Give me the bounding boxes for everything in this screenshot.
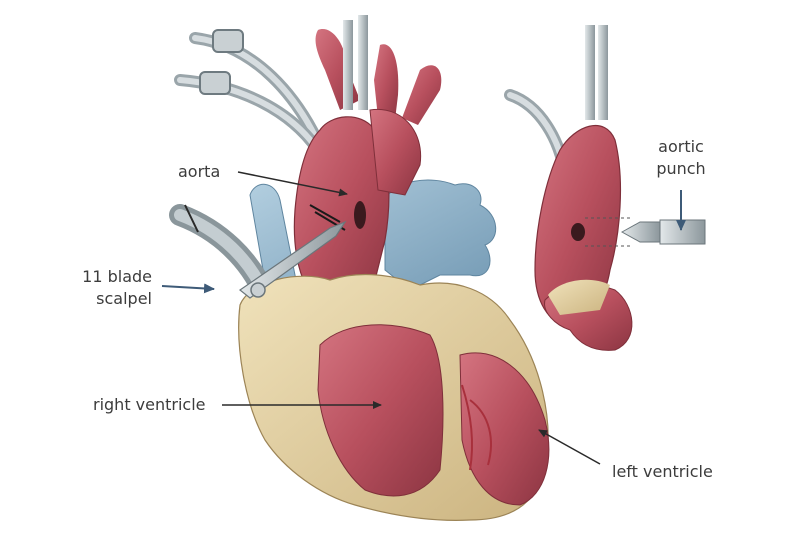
pointer-arrows xyxy=(161,171,686,465)
right-ventricle-shape xyxy=(317,324,444,497)
label-left-ventricle: left ventricle xyxy=(612,462,713,481)
left-ventricle-pointer xyxy=(538,429,601,465)
left-ventricle-shape xyxy=(459,352,550,506)
scalpel xyxy=(238,220,347,299)
label-punch-line1: aortic xyxy=(658,137,704,156)
label-aorta: aorta xyxy=(178,162,221,181)
label-blade-line2: scalpel xyxy=(96,289,152,308)
label-right-ventricle: right ventricle xyxy=(93,395,206,414)
label-blade-line1: 11 blade xyxy=(82,267,152,286)
aorta-pointer xyxy=(237,171,348,197)
scalpel-pointer xyxy=(161,283,215,294)
label-punch-line2: punch xyxy=(656,159,706,178)
great-vessels xyxy=(315,15,442,125)
aorta-inset xyxy=(504,25,706,351)
